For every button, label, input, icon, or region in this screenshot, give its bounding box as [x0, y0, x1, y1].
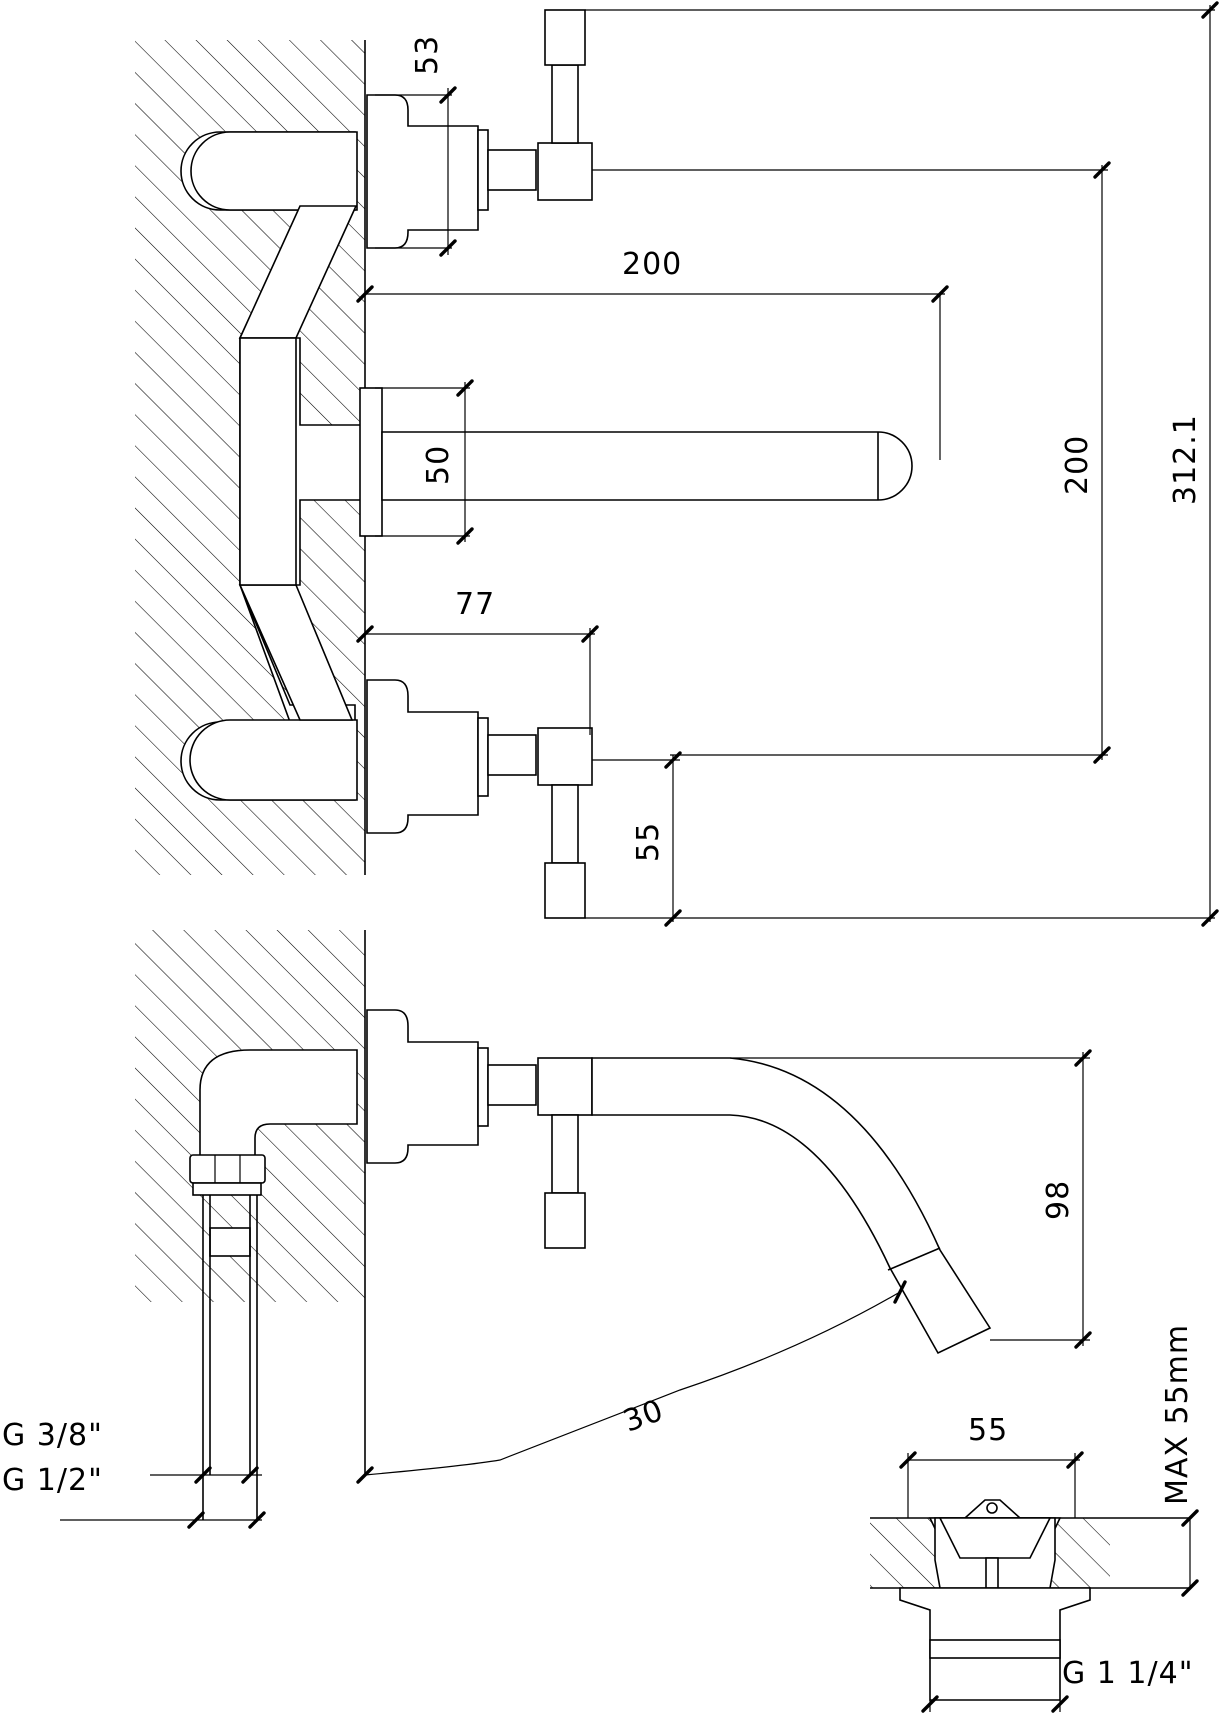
dim-g38: G 3/8" [2, 1418, 262, 1484]
dim-53: 53 [375, 35, 457, 257]
hex-nut [189, 1154, 266, 1184]
inlet-fitting [209, 1227, 251, 1257]
dim-label-30: 30 [619, 1393, 669, 1440]
handle-block-lower [537, 727, 593, 786]
side-view: 98 30 G 3/8" G 1/2" [2, 930, 1092, 1529]
dim-label-98: 98 [1041, 1180, 1076, 1220]
waste-view: 55 MAX 55mm G 1 1/4" [870, 1324, 1199, 1713]
dim-30: 30 [356, 1280, 907, 1484]
dim-label-max55: MAX 55mm [1160, 1324, 1195, 1505]
flange-lower [366, 679, 479, 834]
spout-arm [381, 431, 913, 501]
dim-98: 98 [730, 1049, 1092, 1349]
valve-capsule-top [190, 131, 358, 211]
dim-200-width: 200 [356, 247, 949, 460]
dim-g12: G 1/2" [2, 1463, 266, 1529]
dim-label-g38: G 3/8" [2, 1418, 103, 1453]
waste-plug [938, 1517, 1052, 1559]
top-view: 53 200 50 200 [135, 1, 1219, 927]
dim-55-waste: 55 [899, 1413, 1084, 1518]
curved-spout [591, 1057, 992, 1355]
dim-200-height: 200 [592, 161, 1111, 764]
handle-cap-lower [544, 862, 586, 919]
handle-stem-upper [551, 64, 579, 144]
dim-50: 50 [375, 379, 474, 545]
dim-label-g12: G 1/2" [2, 1463, 103, 1498]
dim-label-53: 53 [410, 35, 445, 75]
dim-label-g114: G 1 1/4" [1062, 1656, 1194, 1691]
waste-thread [929, 1639, 1061, 1659]
dim-max55: MAX 55mm [1160, 1324, 1199, 1597]
dim-label-200-height: 200 [1060, 435, 1095, 495]
dim-label-312: 312.1 [1168, 414, 1203, 505]
dim-label-50: 50 [421, 445, 456, 485]
handle-block-upper [537, 142, 593, 201]
handle-stem-side [551, 1114, 579, 1194]
dim-label-55-side: 55 [631, 822, 666, 862]
dim-g114: G 1 1/4" [921, 1656, 1194, 1713]
spout-flange [359, 387, 383, 537]
dim-77: 77 [356, 587, 599, 735]
dim-label-77: 77 [455, 587, 495, 622]
dim-label-55-waste: 55 [968, 1413, 1008, 1448]
dim-55-side: 55 [592, 751, 682, 927]
flange-upper [366, 94, 479, 249]
handle-cap-side [544, 1192, 586, 1249]
valve-capsule-bottom [189, 719, 358, 801]
handle-cap-upper [544, 9, 586, 66]
body-vertical [239, 337, 297, 586]
dim-312: 312.1 [585, 1, 1219, 927]
handle-block-side [537, 1057, 593, 1116]
handle-stem-lower [551, 784, 579, 864]
dim-label-200-width: 200 [622, 247, 682, 282]
flange-side [366, 1009, 479, 1164]
